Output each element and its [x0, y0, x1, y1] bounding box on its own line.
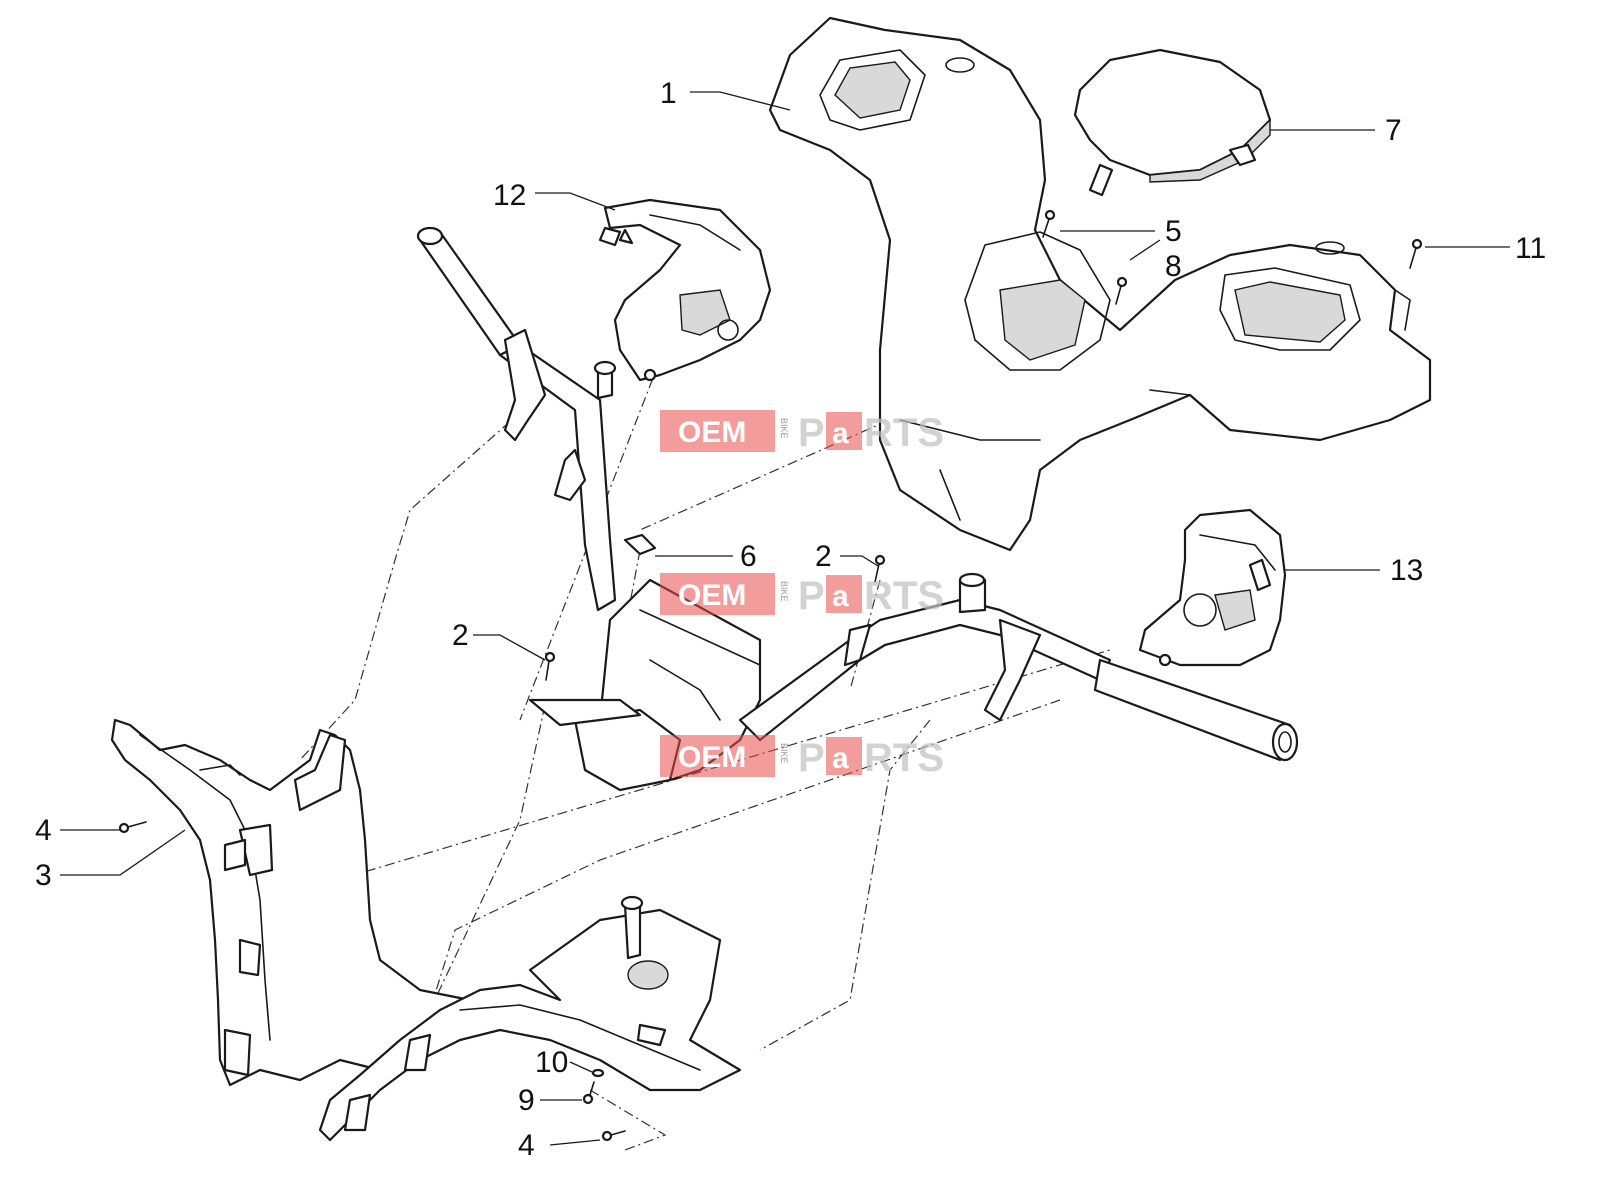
watermark-a-text: a: [832, 417, 849, 450]
callout-13: 13: [1390, 554, 1423, 587]
screw-9: [582, 1081, 595, 1105]
watermark-a-text: a: [832, 742, 849, 775]
clip-nut: [623, 533, 657, 556]
watermark-oem-text: OEM: [678, 579, 746, 612]
callout-3: 3: [35, 859, 52, 892]
screw-8: [1115, 276, 1128, 305]
watermark-oem-text: OEM: [678, 741, 746, 774]
watermark-oem-text: OEM: [678, 416, 746, 449]
watermark-3: OEM BIKE P a RTS: [660, 735, 944, 780]
washer-10: [591, 1068, 605, 1078]
callouts: 1 7 12 5 8 11 6 2 13 2 4 3 10 9 4: [35, 77, 1546, 1162]
callout-1: 1: [660, 77, 677, 110]
handlebar-cover-upper: [768, 16, 1432, 552]
watermark-2: OEM BIKE P a RTS: [660, 573, 944, 618]
lower-cover-right: [318, 895, 742, 1142]
leader-lines: [60, 91, 1510, 1146]
left-switch-cover: [598, 198, 772, 382]
callout-7: 7: [1385, 114, 1402, 147]
screw-2-right: [874, 554, 886, 583]
callout-10: 10: [535, 1046, 568, 1079]
watermark-1: OEM BIKE P a RTS: [660, 410, 944, 455]
callout-4-left: 4: [35, 814, 52, 847]
watermark-bike-text: BIKE: [779, 743, 789, 764]
watermark-p-text: P: [798, 736, 825, 780]
screws: [118, 209, 1423, 1142]
callout-5: 5: [1165, 215, 1182, 248]
watermark-bike-text: BIKE: [779, 418, 789, 439]
screw-4-left: [118, 821, 147, 834]
watermark-bike-text: BIKE: [779, 581, 789, 602]
lower-cover-left: [110, 718, 502, 1087]
callout-2-right: 2: [815, 540, 832, 573]
callout-8: 8: [1165, 250, 1182, 283]
watermark-rts-text: RTS: [864, 411, 944, 455]
callout-12: 12: [493, 179, 526, 212]
screw-4-bottom: [601, 1130, 626, 1142]
watermark-a-text: a: [832, 580, 849, 613]
callout-11: 11: [1515, 232, 1546, 265]
handlebar-top-cap: [1073, 48, 1272, 197]
callout-2-left: 2: [452, 619, 469, 652]
assembly-lines: [269, 359, 1111, 1151]
watermark-p-text: P: [798, 574, 825, 618]
right-switch-cover: [1138, 508, 1287, 667]
screw-2-left: [544, 651, 556, 681]
watermark-rts-text: RTS: [864, 574, 944, 618]
handlebar-frame: [416, 226, 1299, 792]
callout-4-bottom: 4: [518, 1129, 535, 1162]
watermark-p-text: P: [798, 411, 825, 455]
watermark-rts-text: RTS: [864, 736, 944, 780]
callout-6: 6: [740, 540, 757, 573]
callout-9: 9: [518, 1084, 535, 1117]
screw-11: [1409, 238, 1423, 269]
screw-5: [1042, 209, 1056, 238]
